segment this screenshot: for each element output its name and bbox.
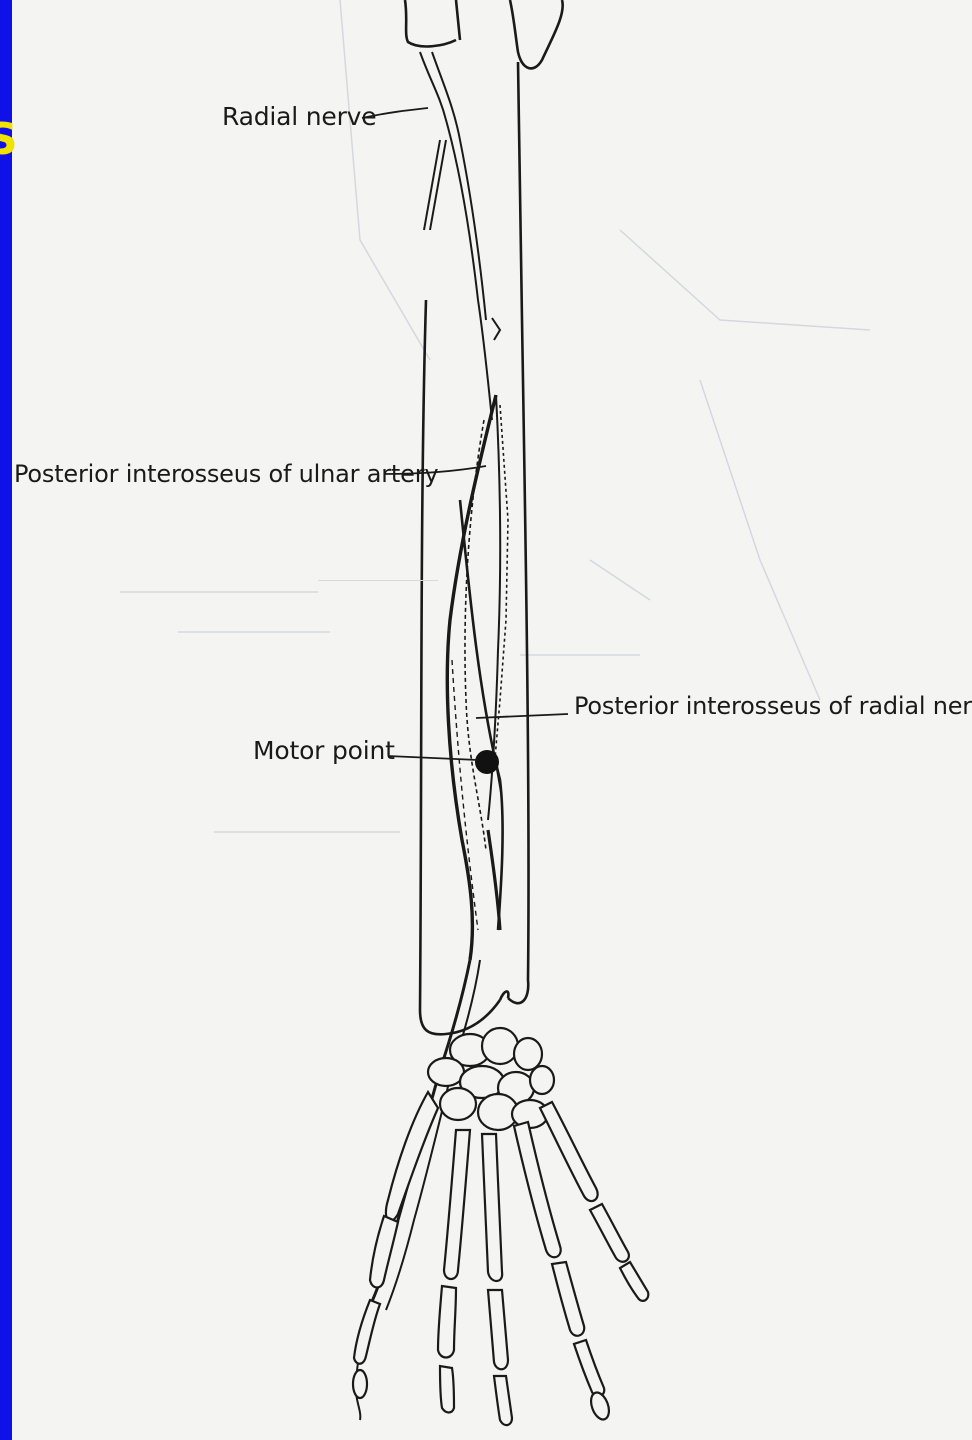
ulna-bone (420, 62, 529, 1034)
carpal-bones (428, 1028, 554, 1130)
label-radial-nerve: Radial nerve (222, 102, 376, 131)
motor-point-dot (475, 750, 499, 774)
radial-nerve-line (420, 52, 500, 420)
bleed-through-text (318, 580, 438, 591)
hand-bones (353, 1092, 648, 1425)
label-motor-point: Motor point (253, 736, 395, 765)
interosseus-structures (447, 395, 508, 960)
label-posterior-interosseus-radial-nerve: Posterior interosseus of radial nerve (574, 692, 972, 720)
label-posterior-interosseus-ulnar-artery: Posterior interosseus of ulnar artery (14, 460, 438, 488)
leader-motor-point (388, 756, 478, 760)
leader-radial-interosseus (476, 714, 568, 718)
radius-bone (405, 0, 563, 68)
